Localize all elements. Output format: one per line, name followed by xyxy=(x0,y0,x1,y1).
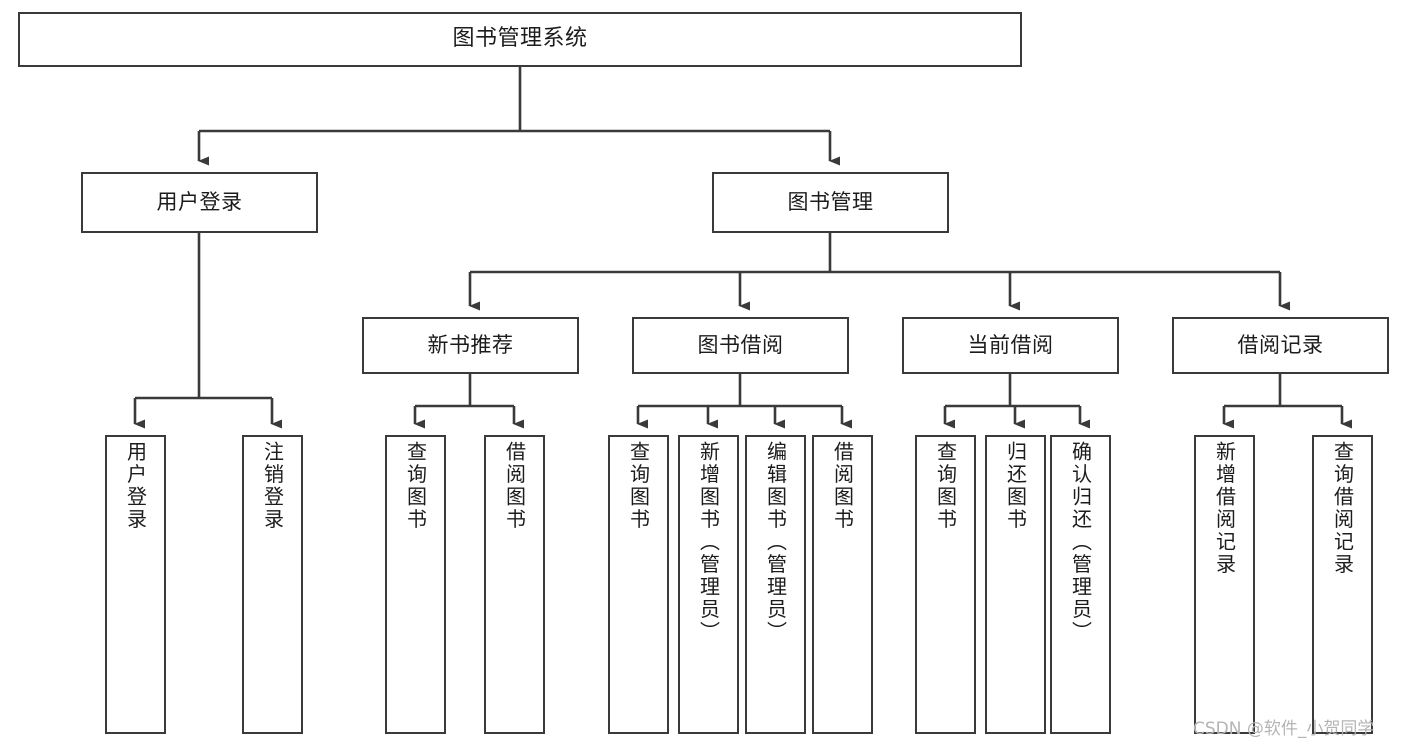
node-root[interactable]: 图书管理系统 xyxy=(18,12,1022,67)
node-current-borrow[interactable]: 当前借阅 xyxy=(902,317,1119,374)
node-leaf-confirm-return[interactable]: 确认归还（管理员） xyxy=(1050,435,1111,734)
node-label-leaf-user-login: 用户登录 xyxy=(123,441,148,531)
node-leaf-return-book[interactable]: 归还图书 xyxy=(985,435,1046,734)
node-label-leaf-confirm-return: 确认归还（管理员） xyxy=(1068,441,1093,644)
node-leaf-query-borrow-record[interactable]: 查询借阅记录 xyxy=(1312,435,1373,734)
node-label-leaf-query-borrow-record: 查询借阅记录 xyxy=(1330,441,1355,576)
node-leaf-add-borrow-record[interactable]: 新增借阅记录 xyxy=(1194,435,1255,734)
node-label-leaf-add-borrow-record: 新增借阅记录 xyxy=(1212,441,1237,576)
node-leaf-edit-book[interactable]: 编辑图书（管理员） xyxy=(745,435,806,734)
node-user-login[interactable]: 用户登录 xyxy=(81,172,318,233)
node-leaf-logout[interactable]: 注销登录 xyxy=(242,435,303,734)
node-book-borrow[interactable]: 图书借阅 xyxy=(632,317,849,374)
csdn-watermark: CSDN @软件_小贺同学 xyxy=(1193,719,1375,739)
node-label-leaf-query-book-borrow: 查询图书 xyxy=(626,441,651,531)
node-leaf-query-book-current[interactable]: 查询图书 xyxy=(915,435,976,734)
node-label-leaf-query-book-current: 查询图书 xyxy=(933,441,958,531)
node-label-leaf-borrow-book-recommend: 借阅图书 xyxy=(502,441,527,531)
node-label-leaf-logout: 注销登录 xyxy=(260,441,285,531)
node-leaf-user-login[interactable]: 用户登录 xyxy=(105,435,166,734)
node-label-leaf-edit-book: 编辑图书（管理员） xyxy=(763,441,788,644)
node-label-new-book-recommend: 新书推荐 xyxy=(427,332,514,357)
node-label-leaf-add-book: 新增图书（管理员） xyxy=(696,441,721,644)
node-leaf-add-book[interactable]: 新增图书（管理员） xyxy=(678,435,739,734)
node-label-book-management: 图书管理 xyxy=(787,189,874,214)
node-leaf-query-book-recommend[interactable]: 查询图书 xyxy=(385,435,446,734)
node-label-leaf-return-book: 归还图书 xyxy=(1003,441,1028,531)
node-label-current-borrow: 当前借阅 xyxy=(967,332,1054,357)
node-label-book-borrow: 图书借阅 xyxy=(697,332,784,357)
node-new-book-recommend[interactable]: 新书推荐 xyxy=(362,317,579,374)
node-leaf-query-book-borrow[interactable]: 查询图书 xyxy=(608,435,669,734)
node-leaf-borrow-book-recommend[interactable]: 借阅图书 xyxy=(484,435,545,734)
node-label-borrow-record: 借阅记录 xyxy=(1237,332,1324,357)
node-label-leaf-borrow-book: 借阅图书 xyxy=(830,441,855,531)
node-label-leaf-query-book-recommend: 查询图书 xyxy=(403,441,428,531)
node-leaf-borrow-book[interactable]: 借阅图书 xyxy=(812,435,873,734)
node-book-management[interactable]: 图书管理 xyxy=(712,172,949,233)
node-label-root: 图书管理系统 xyxy=(452,26,588,52)
node-label-user-login: 用户登录 xyxy=(156,189,243,214)
node-borrow-record[interactable]: 借阅记录 xyxy=(1172,317,1389,374)
